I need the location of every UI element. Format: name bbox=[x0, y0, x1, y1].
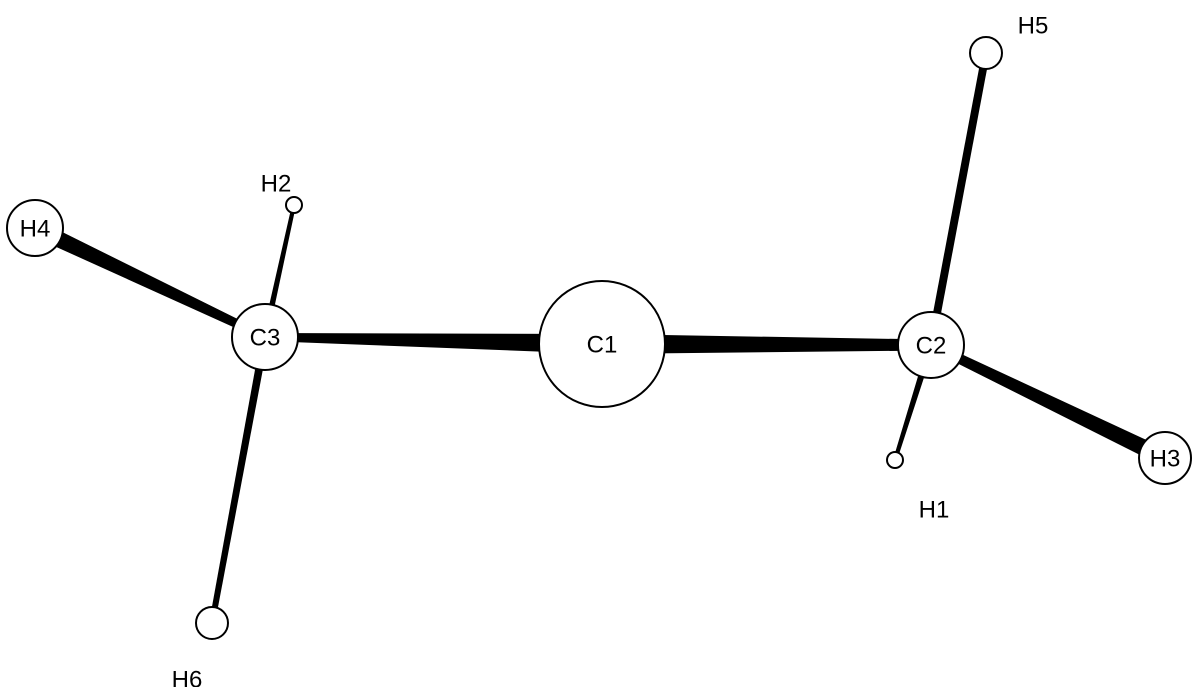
atom-label-c2: C2 bbox=[916, 333, 947, 360]
atom-label-h4: H4 bbox=[20, 216, 51, 243]
bonds-layer bbox=[31, 52, 1169, 624]
atom-c3 bbox=[231, 303, 299, 371]
atom-label-h3: H3 bbox=[1150, 446, 1181, 473]
atom-c1 bbox=[538, 280, 666, 408]
atom-h2 bbox=[285, 196, 303, 214]
atom-c2 bbox=[897, 311, 965, 379]
atom-label-h1: H1 bbox=[919, 497, 950, 524]
atom-label-h6: H6 bbox=[172, 667, 203, 687]
atom-h6 bbox=[195, 606, 229, 640]
atom-h4 bbox=[6, 199, 64, 257]
atom-label-h5: H5 bbox=[1018, 13, 1049, 40]
atom-label-c3: C3 bbox=[250, 325, 281, 352]
bond-c1-c2 bbox=[602, 334, 931, 354]
atom-label-h2: H2 bbox=[261, 171, 292, 198]
bond-c1-c3 bbox=[264, 333, 603, 354]
bond-c2-h5 bbox=[927, 52, 990, 346]
atom-label-c1: C1 bbox=[587, 332, 618, 359]
atom-h3 bbox=[1138, 431, 1192, 485]
atom-h1 bbox=[886, 451, 904, 469]
bond-c2-h3 bbox=[929, 340, 1169, 466]
bond-c3-h6 bbox=[209, 336, 269, 624]
atom-h5 bbox=[969, 36, 1003, 70]
bond-c3-h4 bbox=[31, 220, 267, 341]
atoms-layer bbox=[6, 36, 1192, 640]
